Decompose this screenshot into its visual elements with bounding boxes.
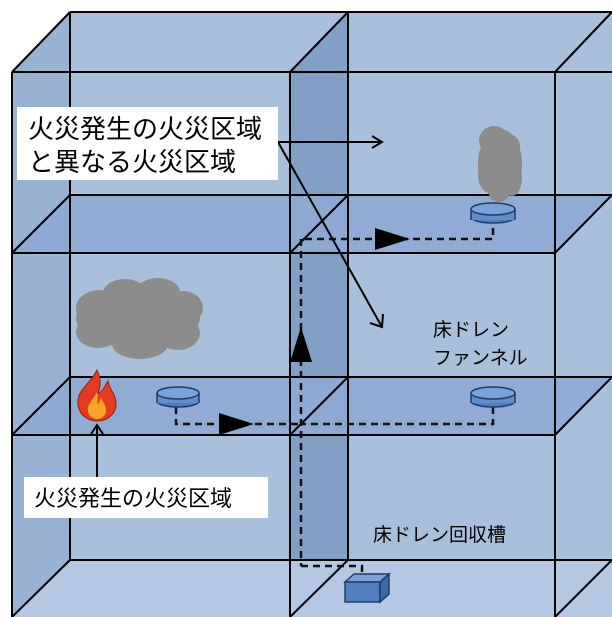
fire-icon xyxy=(77,368,117,422)
frame-lines xyxy=(11,11,612,617)
flow-arrow-right-upper xyxy=(375,228,410,250)
label-box-other-zone xyxy=(17,107,278,180)
label-other-zone-line1: 火災発生の火災区域 xyxy=(28,115,262,145)
smoke-cloud xyxy=(76,278,203,359)
label-box-fire-zone xyxy=(24,477,268,518)
riser-wall xyxy=(290,12,348,617)
label-floor-drain-tank: 床ドレン回収槽 xyxy=(373,524,506,546)
label-other-zone-line2: と異なる火災区域 xyxy=(28,148,236,178)
label-fire-zone: 火災発生の火災区域 xyxy=(34,487,232,512)
floor-drain-funnel xyxy=(156,386,200,408)
label-floor-drain-funnel-line1: 床ドレン xyxy=(433,319,509,341)
floor-drain-funnel xyxy=(470,386,516,408)
label-arrows xyxy=(90,135,384,478)
flow-arrow-right-lower xyxy=(219,413,254,435)
drain-tank xyxy=(343,572,391,604)
drain-piping xyxy=(174,228,495,578)
label-floor-drain-funnel-line2: ファンネル xyxy=(433,347,528,369)
smoke-plume xyxy=(478,126,522,202)
flow-arrow-up xyxy=(290,327,312,362)
bottom-floor xyxy=(12,560,612,617)
floor-drain-funnel xyxy=(470,202,516,224)
left-wall-face xyxy=(12,12,70,617)
